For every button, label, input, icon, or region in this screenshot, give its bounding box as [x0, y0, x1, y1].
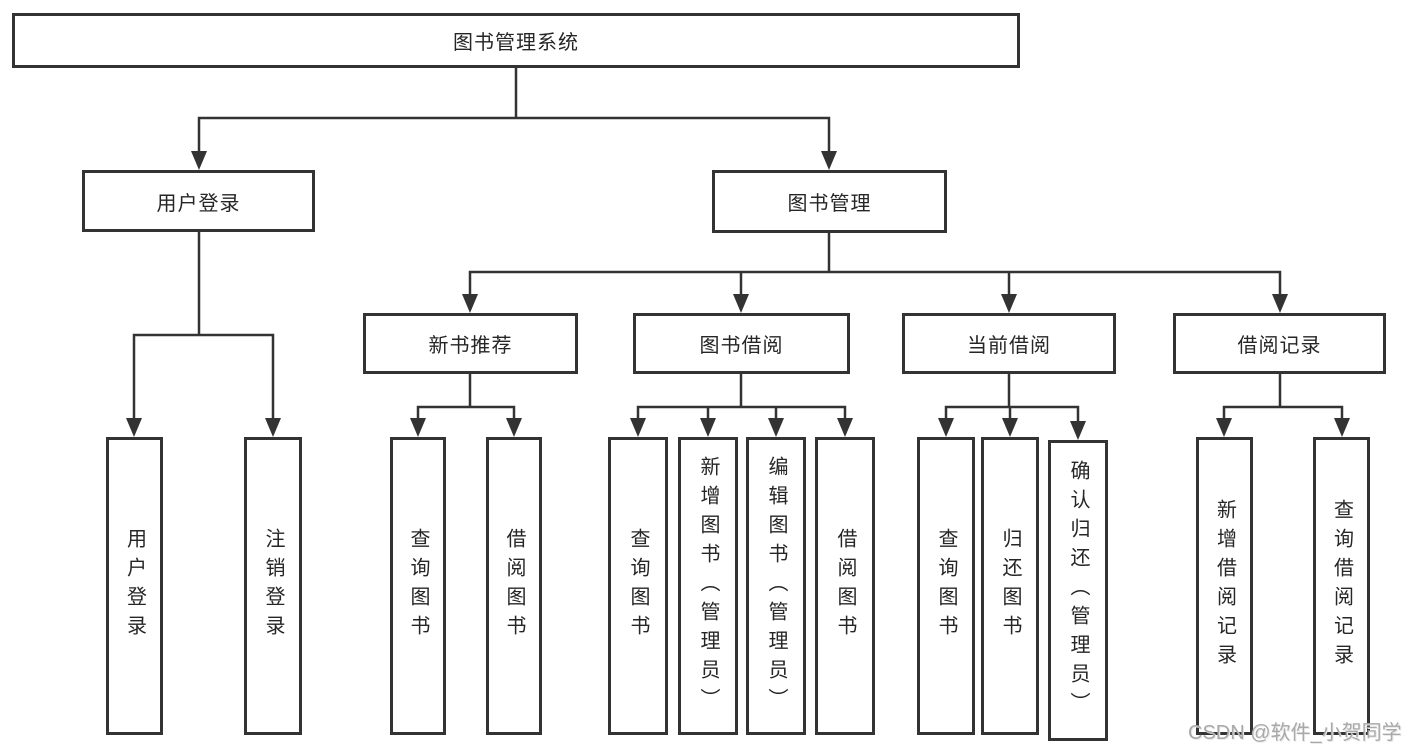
- connector-user-login-to-leaves: [126, 230, 281, 437]
- leaf-query-books-current: 查询图书: [917, 437, 975, 735]
- node-book-borrow: 图书借阅: [633, 313, 850, 374]
- leaf-borrow-books: 借阅图书: [815, 437, 875, 735]
- leaf-query-books-recommend: 查询图书: [390, 437, 446, 735]
- leaf-query-borrow-record: 查询借阅记录: [1313, 437, 1370, 735]
- node-library-management-system: 图书管理系统: [12, 13, 1020, 68]
- leaf-add-borrow-record: 新增借阅记录: [1196, 437, 1253, 735]
- csdn-watermark: CSDN @软件_小贺同学: [1188, 722, 1402, 744]
- leaf-return-books: 归还图书: [981, 437, 1039, 735]
- leaf-logout: 注销登录: [244, 437, 302, 735]
- leaf-edit-books-admin: 编辑图书（管理员）: [746, 437, 806, 735]
- node-book-management: 图书管理: [712, 170, 947, 233]
- connector-book-management-to-level3: [462, 231, 1288, 313]
- leaf-add-books-admin: 新增图书（管理员）: [678, 437, 738, 735]
- connector-current-borrow-to-leaves: [938, 372, 1086, 440]
- leaf-confirm-return-admin: 确认归还（管理员）: [1048, 440, 1108, 741]
- node-user-login: 用户登录: [82, 170, 315, 232]
- leaf-query-books-borrow: 查询图书: [608, 437, 668, 735]
- leaf-user-login: 用户登录: [106, 437, 163, 735]
- node-borrow-records: 借阅记录: [1173, 313, 1386, 374]
- connector-root-to-level2: [191, 66, 837, 170]
- connector-book-borrow-to-leaves: [630, 372, 853, 437]
- connector-borrow-records-to-leaves: [1216, 372, 1350, 437]
- leaf-borrow-books-recommend: 借阅图书: [486, 437, 542, 735]
- node-new-book-recommend: 新书推荐: [363, 313, 578, 374]
- connector-new-book-to-leaves: [410, 372, 522, 437]
- node-current-borrow: 当前借阅: [902, 313, 1116, 374]
